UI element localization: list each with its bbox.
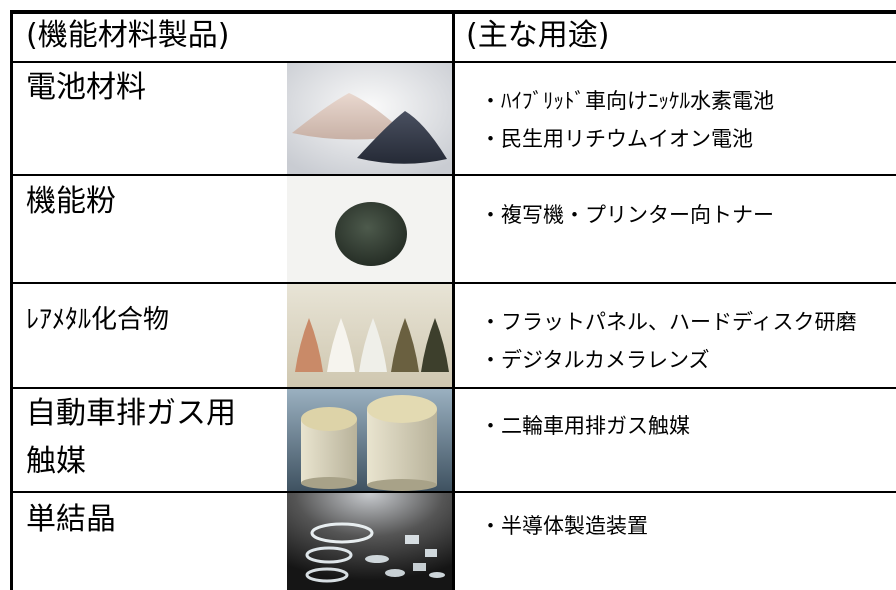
honeycomb-catalyst-photo <box>287 389 452 491</box>
use-item: ・デジタルカメラレンズ <box>480 348 710 372</box>
header-uses: (主な用途) <box>466 18 610 53</box>
dark-powder-photo <box>287 176 452 282</box>
product-name: 電池材料 <box>26 70 146 105</box>
use-list: ・半導体製造装置 <box>480 507 648 545</box>
table-left-border <box>10 10 13 590</box>
use-list: ・ﾊｲﾌﾞﾘｯﾄﾞ車向けﾆｯｹﾙ水素電池 ・民生用リチウムイオン電池 <box>480 82 774 158</box>
product-name: 自動車排ガス用 <box>26 396 236 431</box>
product-name: 機能粉 <box>26 184 116 219</box>
product-name: ﾚｱﾒﾀﾙ化合物 <box>26 305 170 335</box>
crystal-wafers-photo <box>287 493 452 590</box>
header-products: (機能材料製品) <box>26 18 230 53</box>
column-divider <box>452 10 455 590</box>
use-list: ・複写機・プリンター向トナー <box>480 196 774 234</box>
use-item: ・ﾊｲﾌﾞﾘｯﾄﾞ車向けﾆｯｹﾙ水素電池 <box>480 89 774 113</box>
use-list: ・フラットパネル、ハードディスク研磨 ・デジタルカメラレンズ <box>480 303 857 379</box>
use-item: ・フラットパネル、ハードディスク研磨 <box>480 310 857 334</box>
use-item: ・民生用リチウムイオン電池 <box>480 127 753 151</box>
use-item: ・半導体製造装置 <box>480 514 648 538</box>
product-name: 触媒 <box>26 444 86 479</box>
products-table: (機能材料製品) (主な用途) 電池材料 ・ﾊｲﾌﾞﾘｯﾄﾞ車向けﾆｯｹﾙ水素電… <box>10 10 896 590</box>
powder-cones-photo <box>287 284 452 387</box>
product-name: 単結晶 <box>26 502 116 537</box>
use-item: ・複写機・プリンター向トナー <box>480 203 774 227</box>
use-item: ・二輪車用排ガス触媒 <box>480 414 690 438</box>
use-list: ・二輪車用排ガス触媒 <box>480 407 690 445</box>
powder-piles-photo <box>287 63 452 174</box>
